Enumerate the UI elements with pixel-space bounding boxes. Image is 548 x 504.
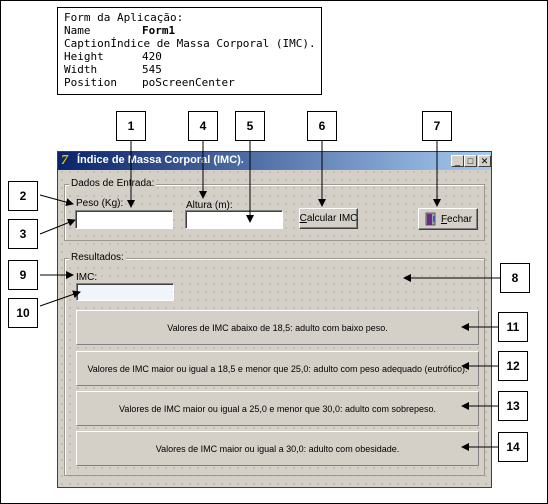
callout-14: 14 — [498, 432, 528, 462]
results-group-label: Resultados: — [69, 252, 126, 263]
callout-2: 2 — [8, 181, 38, 211]
callout-1: 1 — [116, 111, 146, 141]
results-groupbox — [64, 258, 485, 476]
door-icon — [425, 212, 436, 226]
result-panel-normal: Valores de IMC maior ou igual a 18,5 e m… — [76, 351, 479, 386]
property-row-caption: Caption Índice de Massa Corporal (IMC). — [64, 37, 316, 50]
calc-accel: C — [299, 213, 307, 224]
property-key: Name — [64, 24, 91, 37]
close-window-button[interactable]: ✕ — [478, 155, 491, 167]
callout-12: 12 — [498, 351, 528, 381]
input-groupbox — [64, 184, 485, 241]
result-panel-underweight: Valores de IMC abaixo de 18,5: adulto co… — [76, 310, 479, 345]
window-titlebar[interactable]: 7 Índice de Massa Corporal (IMC). _ □ ✕ — [58, 152, 491, 170]
result-panel-obese: Valores de IMC maior ou igual a 30,0: ad… — [76, 431, 479, 466]
property-value: Índice de Massa Corporal (IMC). — [110, 37, 316, 50]
property-value: 545 — [142, 63, 162, 76]
callout-3: 3 — [8, 219, 38, 249]
callout-4: 4 — [188, 111, 218, 141]
arrow-10 — [39, 290, 81, 307]
minimize-button[interactable]: _ — [451, 155, 464, 167]
altura-input[interactable] — [185, 210, 283, 229]
result-panel-overweight: Valores de IMC maior ou igual a 25,0 e m… — [76, 391, 479, 426]
callout-10: 10 — [8, 298, 38, 328]
property-key: Caption — [64, 37, 111, 50]
property-row-width: Width 545 — [64, 63, 315, 76]
form-properties-title: Form da Aplicação: — [64, 11, 184, 24]
callout-6: 6 — [307, 111, 337, 141]
property-row-height: Height 420 — [64, 50, 315, 63]
imc-label: IMC: — [76, 272, 98, 283]
maximize-button[interactable]: □ — [464, 155, 477, 167]
property-row-position: Position poScreenCenter — [64, 76, 315, 89]
property-key: Position — [64, 76, 117, 89]
property-value: 420 — [142, 50, 162, 63]
arrow-3 — [39, 218, 76, 235]
property-key: Width — [64, 63, 98, 76]
callout-9: 9 — [8, 260, 38, 290]
callout-5: 5 — [235, 111, 265, 141]
callout-13: 13 — [498, 391, 528, 421]
property-key: Height — [64, 50, 104, 63]
callout-11: 11 — [498, 312, 528, 342]
callout-8: 8 — [500, 263, 530, 293]
fechar-label: echar — [447, 213, 473, 225]
fechar-accel: F — [440, 213, 448, 225]
property-value: Form1 — [142, 24, 176, 37]
callout-7: 7 — [422, 111, 452, 141]
form-properties-box: Form da Aplicação: Name Form1 Caption Ín… — [57, 7, 322, 95]
arrow-2 — [39, 194, 74, 207]
delphi-app-icon: 7 — [61, 153, 68, 168]
calc-label: alcular IMC — [306, 213, 358, 224]
property-row-name: Name Form1 — [64, 24, 315, 37]
peso-label: Peso (Kg): — [76, 198, 124, 209]
altura-label: Altura (m): — [186, 200, 233, 211]
input-group-label: Dados de Entrada: — [69, 178, 157, 189]
window-title: Índice de Massa Corporal (IMC). — [77, 154, 244, 166]
property-value: poScreenCenter — [142, 76, 235, 89]
